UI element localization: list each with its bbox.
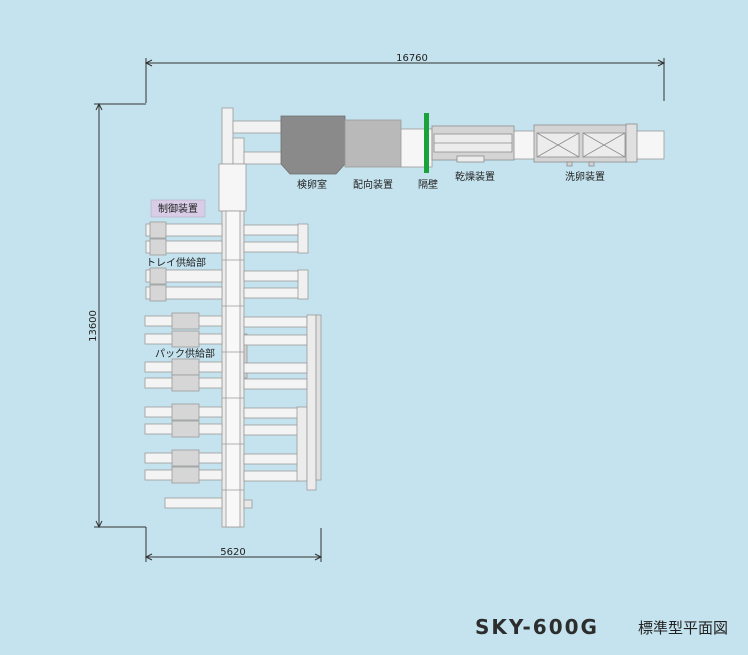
tray-supply-label: トレイ供給部 [146, 256, 206, 269]
discharge-rows [243, 223, 322, 491]
partition-wall [424, 113, 429, 173]
dimension-bottom [144, 527, 323, 562]
inspection-room-label: 検卵室 [297, 178, 327, 191]
drying-device-label: 乾燥装置 [455, 170, 495, 183]
top-conveyor [218, 107, 665, 212]
model-title: SKY-600G [475, 615, 599, 639]
orientation-device [344, 119, 402, 168]
partition-label: 隔壁 [418, 178, 438, 191]
bottom-dimension-label: 5620 [220, 547, 245, 558]
orientation-device-label: 配向装置 [353, 178, 393, 191]
egg-washing-device-label: 洗卵装置 [565, 170, 605, 183]
control-device-label: 制御装置 [158, 202, 198, 215]
width-dimension-label: 16760 [396, 53, 428, 64]
vertical-conveyor [221, 210, 253, 528]
drying-device [431, 125, 515, 163]
tray-supply-rows [145, 221, 223, 302]
pack-supply-label: パック供給部 [155, 347, 215, 360]
height-dimension-label: 13600 [88, 310, 99, 342]
plan-subtitle: 標準型平面図 [638, 619, 728, 637]
dimension-width [144, 58, 666, 103]
dimension-height [94, 102, 146, 529]
inspection-room [280, 115, 346, 175]
egg-washing-device [533, 123, 638, 167]
control-device-badge [150, 199, 206, 218]
pack-supply-rows [144, 312, 223, 509]
